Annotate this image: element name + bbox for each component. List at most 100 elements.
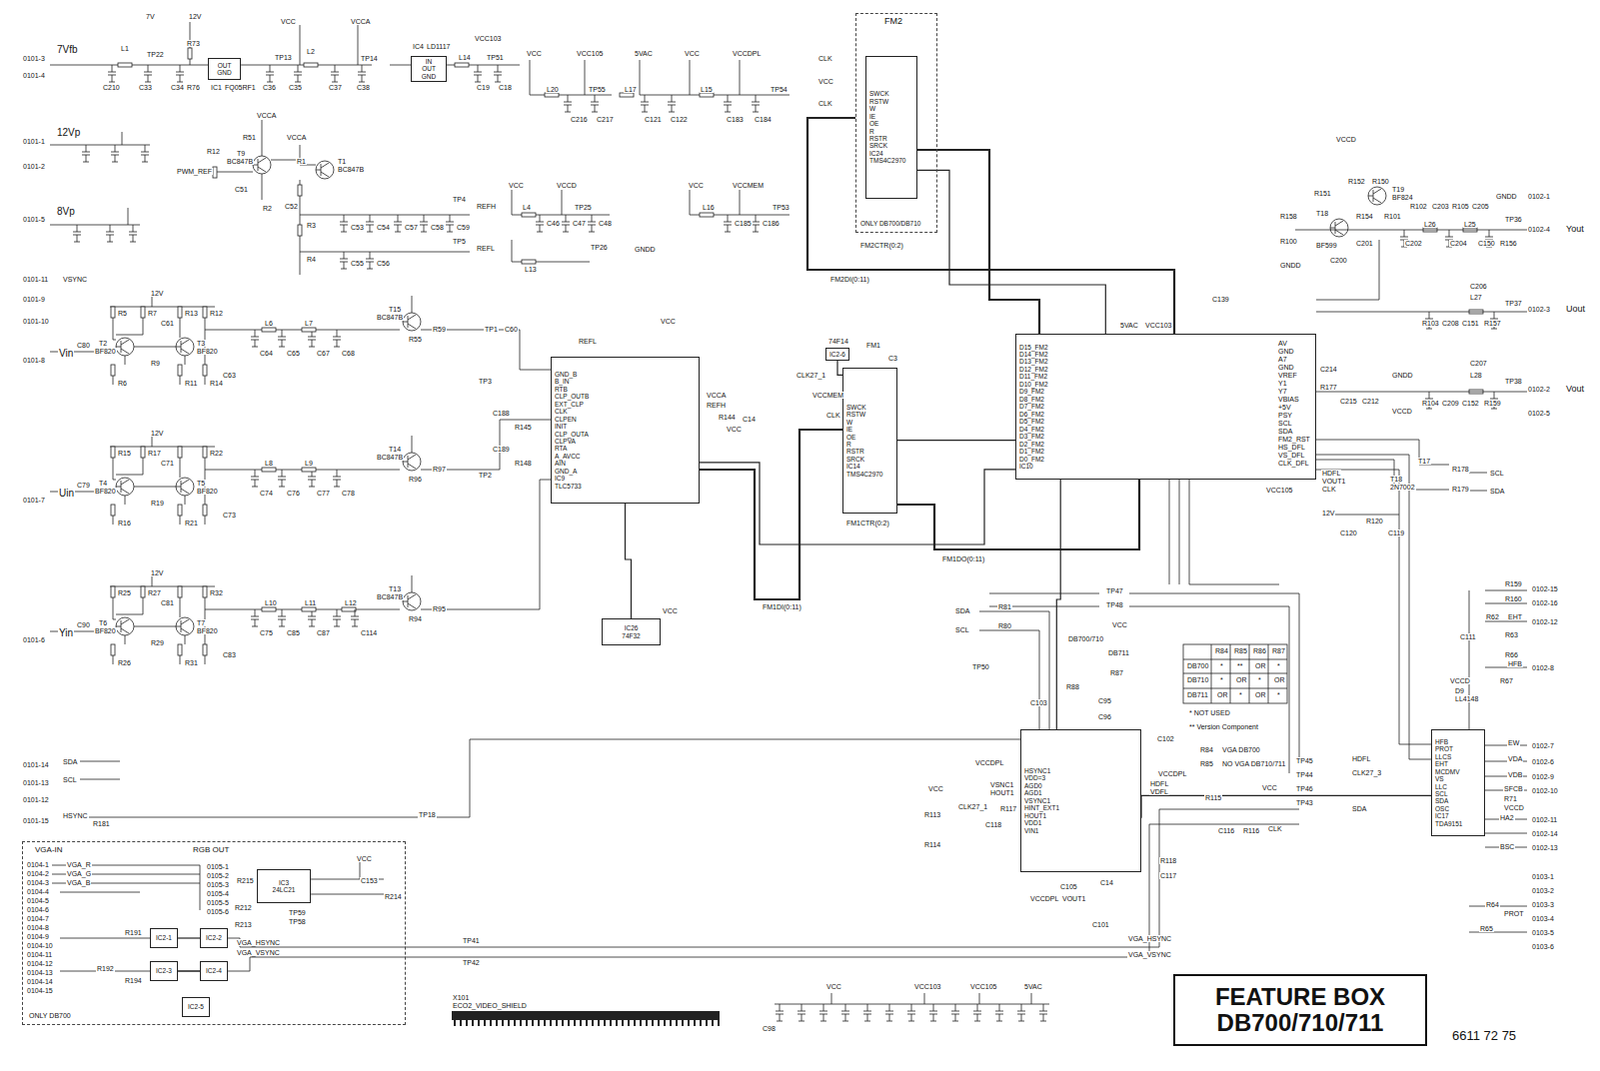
signal-label: T18 [1389, 475, 1404, 483]
signal-label: C77 [315, 489, 331, 497]
node-text: D14_FM2 [1019, 350, 1049, 358]
signal-label: C57 [403, 223, 419, 231]
node-text: SCL [1435, 790, 1449, 798]
signal-label: R213 [233, 921, 253, 929]
signal-label: C55 [349, 259, 365, 267]
signal-label: R100 [1279, 237, 1299, 245]
signal-label: PROT [1503, 910, 1525, 918]
signal-label: 0104-9 [25, 933, 50, 941]
signal-label: C208 [1441, 319, 1461, 327]
signal-label: X101 [451, 994, 470, 1002]
version-table [1183, 644, 1288, 704]
node-text: D2_FM2 [1019, 440, 1045, 448]
signal-label: 0101-13 [21, 779, 50, 787]
signal-label: * [1219, 676, 1225, 684]
signal-label: R5 [116, 309, 128, 317]
signal-label: FM2DI(0:11) [829, 275, 871, 283]
node-text: FM2 [884, 15, 903, 26]
signal-label: SDA [1277, 427, 1294, 435]
node-text: LLCS [1435, 753, 1452, 761]
signal-label: * [1276, 691, 1282, 699]
node-text: IN [425, 57, 433, 65]
signal-label: R31 [183, 659, 199, 667]
node-text: FEATURE BOX [1215, 984, 1386, 1011]
signal-label: DB711 [1107, 649, 1131, 657]
node-text: AGD1 [1024, 789, 1043, 797]
signal-label: R16 [116, 519, 132, 527]
signal-label: DB700 [1186, 662, 1210, 670]
signal-label: FM2CTR(0:2) [859, 241, 905, 249]
signal-label: L9 [303, 459, 314, 467]
signal-label: R178 [1451, 465, 1471, 473]
signal-label: 0104-3 [25, 879, 50, 887]
node-text: AGD0 [1024, 782, 1043, 790]
signal-label: R159 [1483, 399, 1503, 407]
signal-label: R17 [146, 449, 162, 457]
signal-label: 0101-12 [21, 796, 50, 804]
signal-label: C118 [984, 821, 1003, 829]
signal-label: C111 [1459, 633, 1478, 641]
signal-label: L7 [303, 319, 314, 327]
node-text: RSTR [869, 134, 888, 142]
signal-label: EHT [1507, 613, 1524, 621]
signal-label: 0102-10 [1531, 787, 1560, 795]
node-text: EXT_CLP [554, 400, 584, 408]
node-text: CLK [554, 407, 568, 415]
ic-box: IC2-6 [825, 347, 850, 361]
signal-label: TP18 [417, 811, 437, 819]
signal-label: 0103-3 [1531, 901, 1556, 909]
signal-label: T4 [97, 479, 108, 487]
signal-label: C87 [315, 629, 331, 637]
signal-label: C19 [475, 83, 491, 91]
signal-label: VGA_R [65, 861, 92, 869]
node-text: D15_FM2 [1019, 343, 1049, 351]
node-text: RTB [554, 385, 568, 393]
signal-label: VCC [1111, 621, 1129, 629]
node-text: VS [1435, 775, 1445, 783]
node-text: HOUT1 [1024, 812, 1047, 820]
signal-label: Vin [57, 348, 74, 359]
ic-box: HSYNC1VDD=3AGD0AGD1VSYNC1HINT_EXT1HOUT1V… [1020, 729, 1142, 873]
bus-connector [1056, 479, 1061, 730]
signal-label: C200 [1329, 256, 1349, 264]
signal-label: TP42 [461, 959, 481, 967]
signal-label: SFCB [1503, 785, 1525, 793]
node-text: MCDMV [1435, 768, 1461, 776]
signal-label: VCC103 [473, 34, 502, 42]
signal-label: R158 [1279, 212, 1299, 220]
signal-label: C33 [137, 83, 153, 91]
signal-label: VGA_HSYNC [1127, 935, 1173, 943]
signal-label: R116 [1242, 827, 1261, 835]
signal-label: R115 [1204, 794, 1223, 802]
signal-label: 2N7002 [1389, 483, 1417, 491]
node-text: OUT [421, 64, 436, 72]
signal-label: R51 [241, 133, 257, 141]
signal-label: R62 [1485, 613, 1501, 621]
node-text: IC2-6 [829, 350, 846, 358]
node-text: ONLY DB700 [28, 1012, 71, 1021]
signal-label: C75 [258, 629, 274, 637]
signal-label: R65 [1479, 925, 1495, 933]
signal-label: R88 [1065, 683, 1081, 691]
signal-label: 0101-2 [21, 162, 46, 170]
signal-label: FM1CTR(0:2) [845, 519, 891, 527]
signal-label: C216 [569, 115, 589, 123]
signal-label: C36 [261, 83, 277, 91]
signal-label: TP2 [477, 471, 493, 479]
signal-label: 74F14 [827, 337, 850, 345]
signal-label: VCC105 [969, 983, 998, 991]
node-text: HFB [1435, 738, 1449, 746]
signal-label: DB711 [1186, 691, 1210, 699]
node-text: B_IN [554, 377, 569, 385]
signal-label: R27 [146, 589, 162, 597]
node-text: CLPEN [554, 415, 577, 423]
signal-label: FM2_RST [1277, 435, 1312, 443]
bus-connector [897, 439, 1016, 442]
node-text: TDA9151 [1435, 820, 1463, 828]
node-text: D13_FM2 [1019, 357, 1049, 365]
signal-label: BC847B [336, 165, 365, 173]
signal-label: L10 [263, 599, 278, 607]
signal-label: 0105-1 [205, 863, 230, 871]
signal-label: R14 [208, 379, 224, 387]
node-text: VIN1 [1024, 827, 1039, 835]
